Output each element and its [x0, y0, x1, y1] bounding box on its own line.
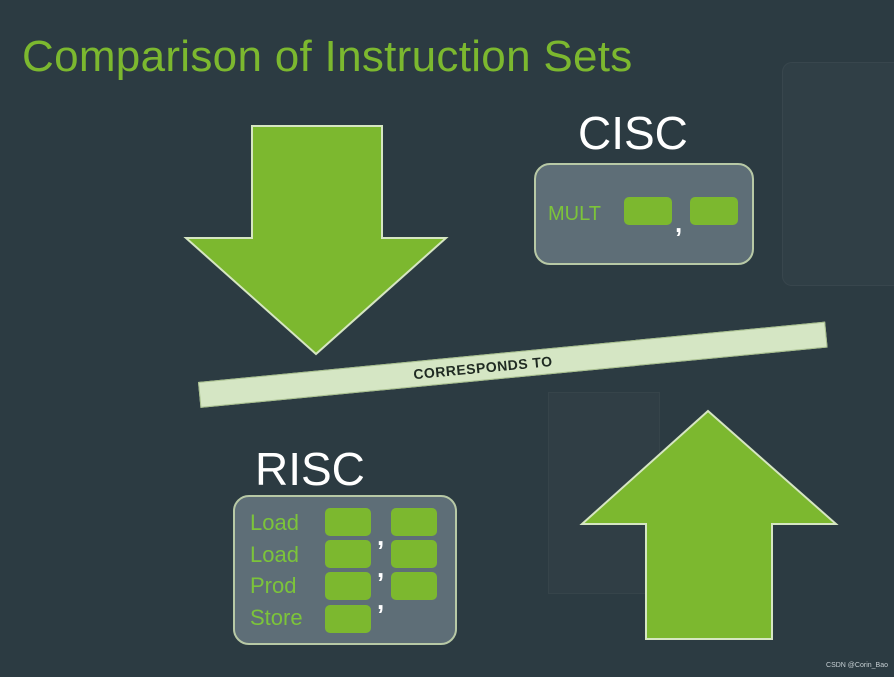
risc-operand [391, 572, 437, 600]
risc-label: RISC [255, 443, 365, 495]
cisc-operand-1 [624, 197, 672, 225]
cisc-instruction-label: MULT [548, 203, 601, 225]
risc-operand [325, 605, 371, 633]
risc-operand [391, 508, 437, 536]
background-ghost-card [782, 62, 894, 286]
cisc-label: CISC [578, 107, 688, 159]
corresponds-to-label: CORRESPONDS TO [412, 352, 554, 383]
arrow-up-icon [579, 409, 839, 640]
risc-instruction-label: Load [250, 510, 299, 535]
risc-operand-separator: , [377, 521, 385, 551]
risc-operand [325, 508, 371, 536]
arrow-down-icon [183, 125, 449, 356]
risc-operand [325, 572, 371, 600]
cisc-instruction-box: MULT , [534, 163, 754, 265]
cisc-operand-separator: , [675, 208, 683, 238]
image-credit: CSDN @Corin_Bao [826, 662, 888, 669]
risc-operand [325, 540, 371, 568]
slide-title: Comparison of Instruction Sets [22, 32, 633, 81]
risc-operand [391, 540, 437, 568]
risc-instruction-label: Prod [250, 573, 297, 598]
risc-operand-separator: , [377, 553, 385, 583]
risc-instruction-label: Store [250, 605, 303, 630]
risc-operand-separator: , [377, 585, 385, 615]
cisc-operand-2 [690, 197, 738, 225]
risc-instruction-label: Load [250, 542, 299, 567]
risc-instruction-box: Load , Load , Prod , Store [233, 495, 457, 645]
